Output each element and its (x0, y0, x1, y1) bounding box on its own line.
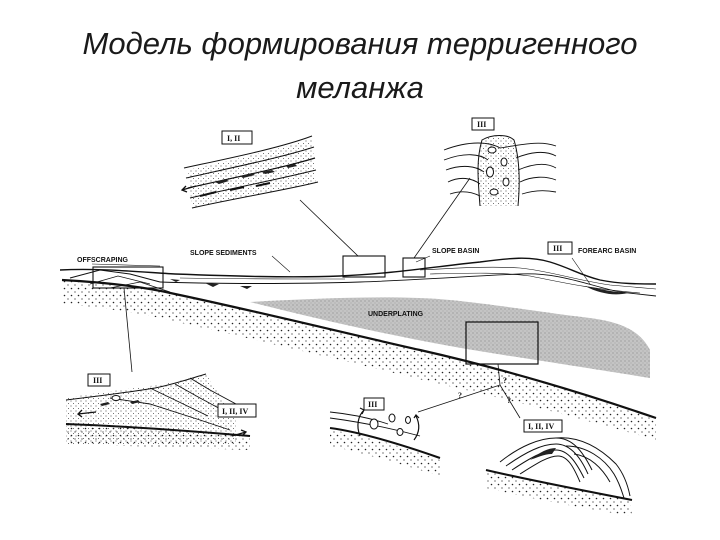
tag-inset-top-right: III (477, 120, 486, 129)
main-cross-section: OFFSCRAPING SLOPE SEDIMENTS SLOPE BASIN … (59, 241, 657, 440)
tag-inset-bottom-right: I, II, IV (528, 422, 554, 431)
tag-inset-bottom-left-a: III (93, 376, 102, 385)
box-slope-sediments (342, 255, 386, 278)
box-underplating (465, 321, 539, 365)
label-offscraping: OFFSCRAPING (77, 257, 129, 264)
underplating-zone (250, 297, 650, 378)
tag-inset-bottom-mid: III (368, 400, 377, 409)
label-underplating: UNDERPLATING (368, 311, 424, 318)
inset-top-left: I, II (180, 130, 319, 209)
question-mark-2: ? (503, 376, 507, 385)
tag-forearc: III (553, 244, 562, 253)
slope-surface (59, 257, 657, 285)
label-forearc-basin: FOREARC BASIN (578, 248, 636, 255)
inset-bottom-middle: III (329, 397, 441, 476)
title-line-2: меланжа (296, 70, 424, 105)
tag-inset-bottom-left-b: I, II, IV (222, 407, 248, 416)
title-line-1: Модель формирования терригенного (82, 26, 638, 61)
question-mark-1: ? (458, 391, 462, 400)
tag-inset-top-left: I, II (227, 134, 240, 143)
subducting-plate (62, 280, 656, 440)
inset-bottom-right: I, II, IV (485, 419, 633, 516)
label-slope-basin: SLOPE BASIN (432, 248, 479, 255)
box-offscraping (92, 266, 164, 289)
page-title: Модель формирования терригенного меланжа (0, 22, 720, 110)
question-mark-3: ? (507, 396, 511, 405)
connector-lines (123, 177, 521, 419)
inset-top-right: III (443, 117, 557, 207)
inset-bottom-left: III I, II, IV (65, 373, 257, 450)
label-slope-sediments: SLOPE SEDIMENTS (190, 250, 257, 257)
box-slope-basin (402, 257, 426, 278)
